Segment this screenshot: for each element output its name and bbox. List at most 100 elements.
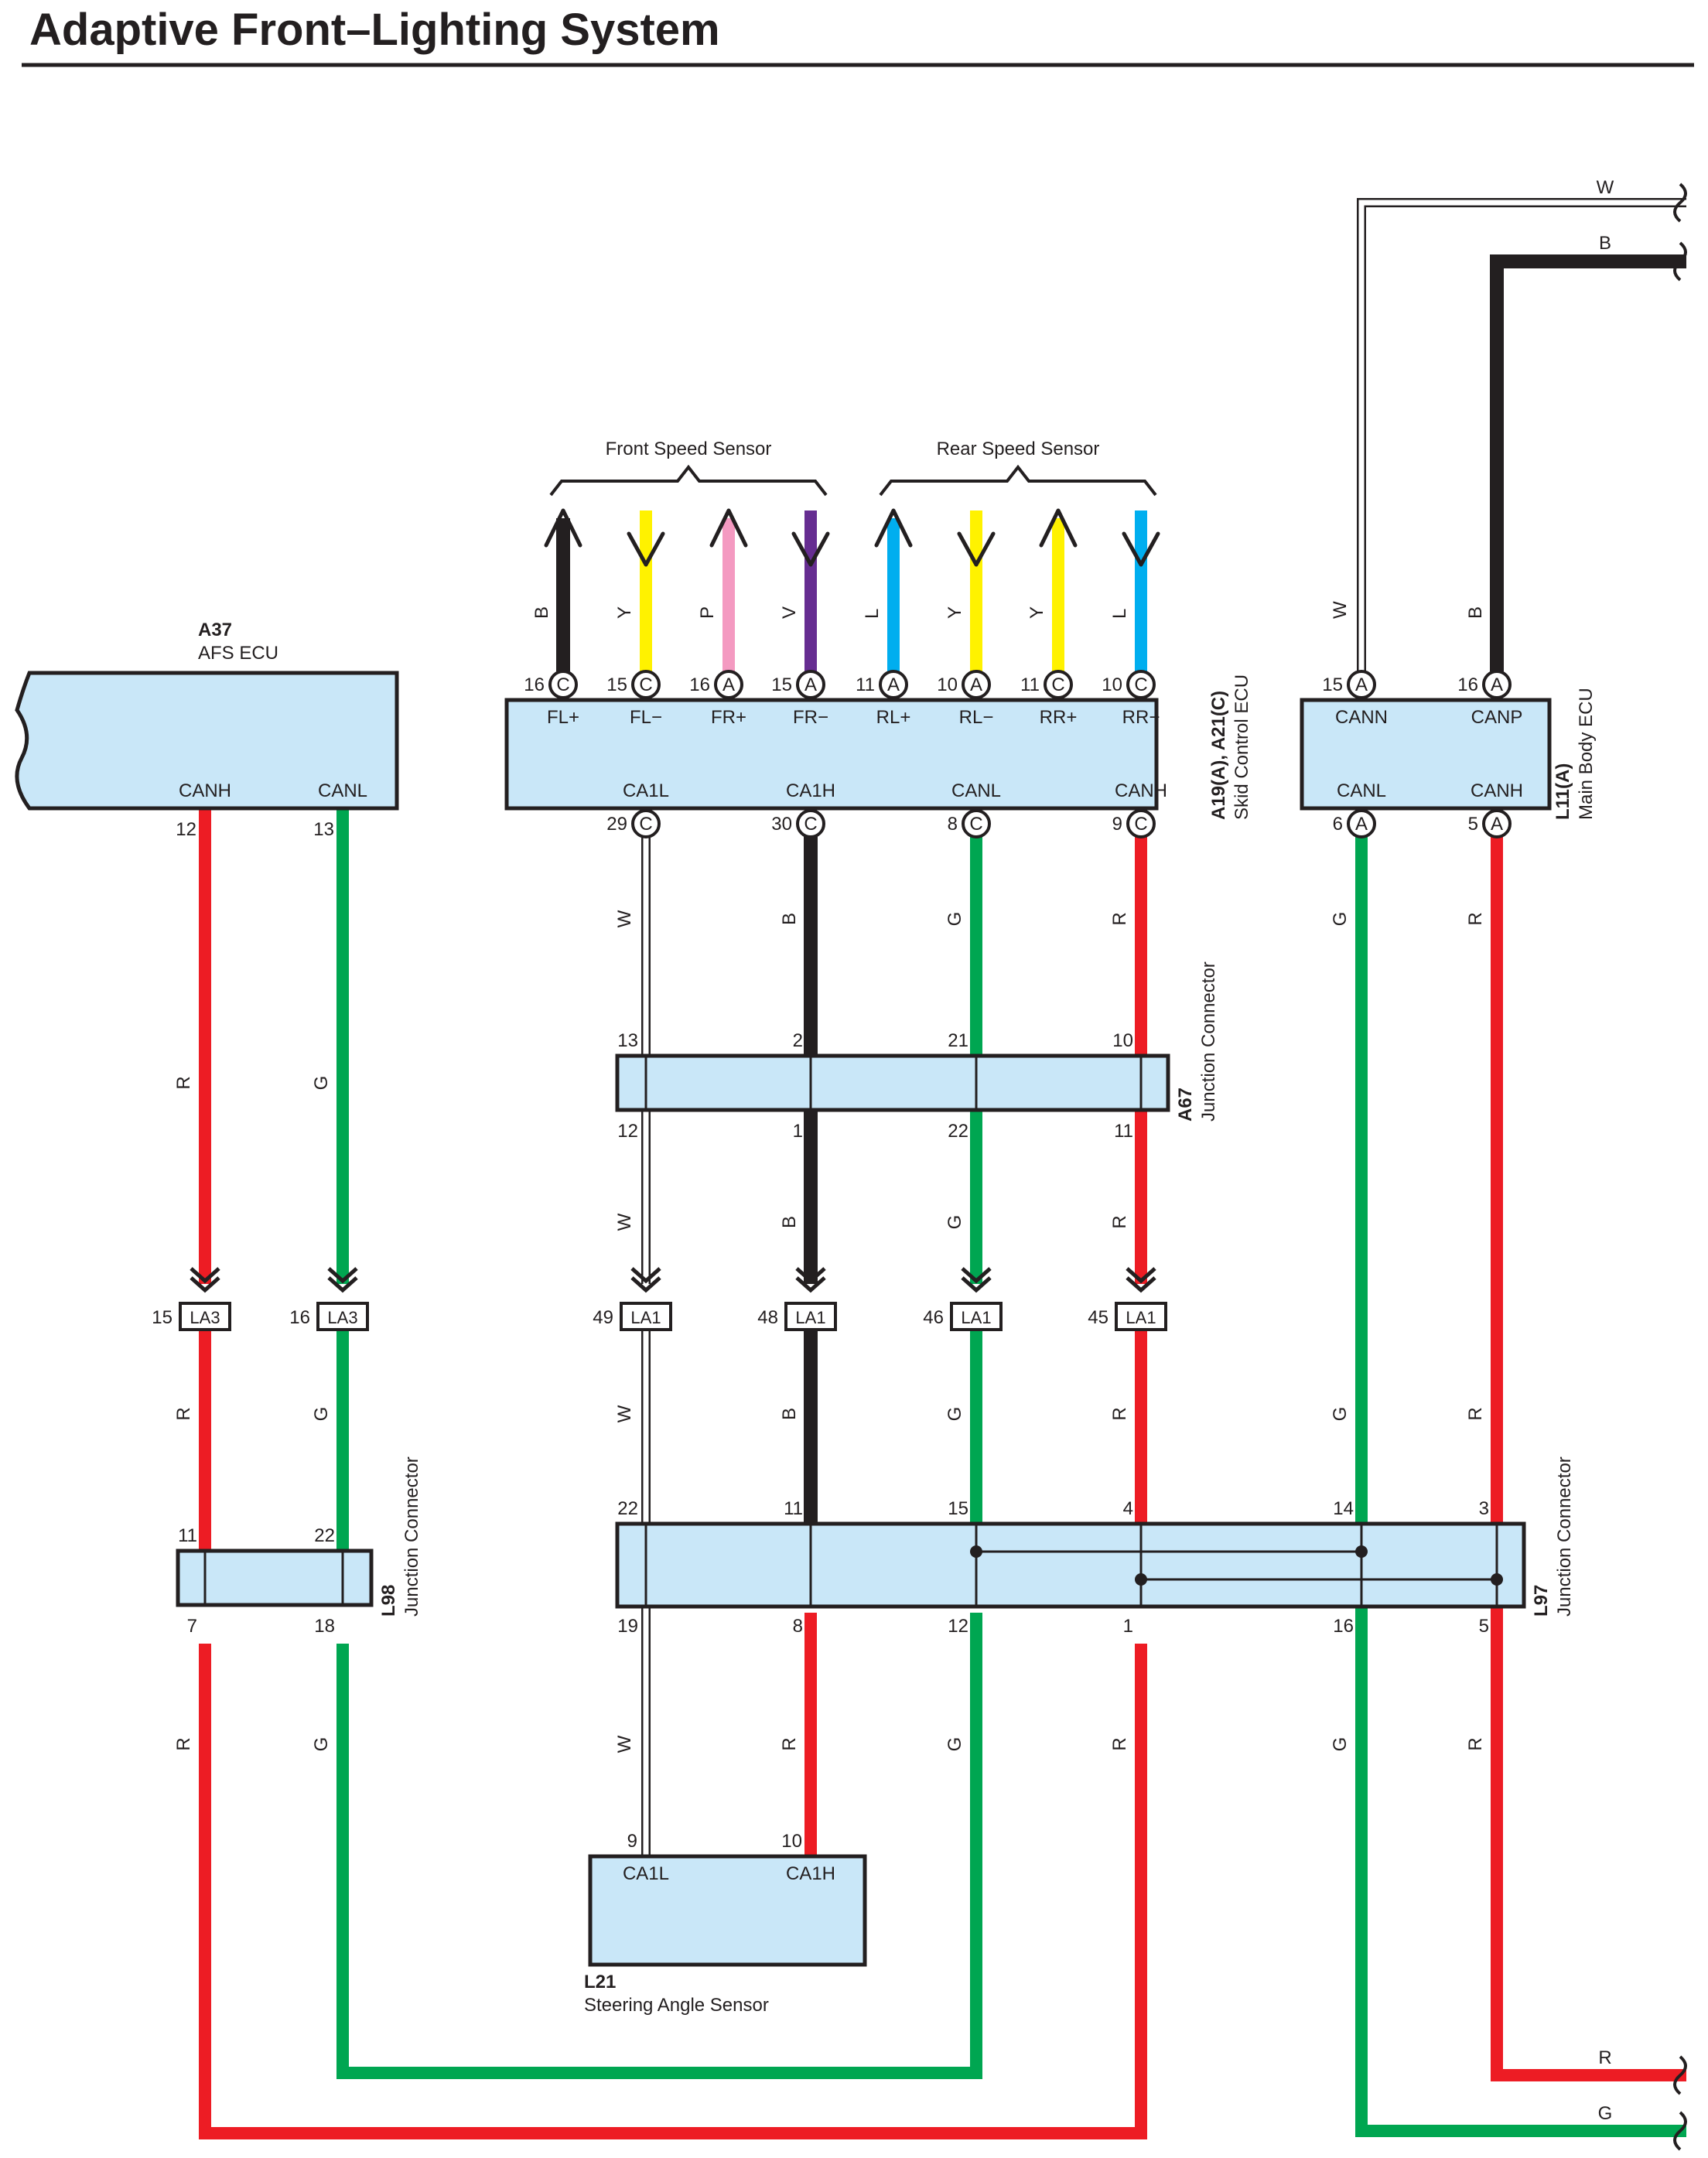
mb-top-signal: CANP bbox=[1471, 707, 1523, 728]
skid-bottom-pin-num: 29 bbox=[606, 814, 627, 835]
splice-dot-icon bbox=[1355, 1545, 1368, 1558]
skid-top-pin-connector: C bbox=[556, 674, 569, 695]
wire-color-label: G bbox=[945, 1215, 965, 1230]
wire-color-label: G bbox=[1330, 1737, 1351, 1752]
wire-color-label: G bbox=[945, 1407, 965, 1422]
pin-circle-icon bbox=[1482, 809, 1512, 838]
skid-bottom-pin-connector: C bbox=[804, 814, 817, 835]
sensor-wire-color: L bbox=[862, 609, 883, 619]
l97-bottom-pin: 12 bbox=[948, 1616, 968, 1637]
pin-circle-icon bbox=[1347, 670, 1376, 699]
mb-bottom-pin-num: 5 bbox=[1468, 814, 1478, 835]
wire-a37-canl-bottom bbox=[336, 1613, 982, 2079]
l98-name: Junction Connector bbox=[401, 1456, 422, 1617]
skid-top-pin-num: 10 bbox=[937, 674, 958, 695]
l97-name: Junction Connector bbox=[1554, 1456, 1575, 1617]
wire-color-label: R bbox=[173, 1076, 194, 1089]
skid-top-pin-num: 15 bbox=[606, 674, 627, 695]
wire-color-label: G bbox=[945, 1737, 965, 1752]
inline-connector-pin: 15 bbox=[152, 1307, 173, 1328]
afs-canh-signal: CANH bbox=[179, 780, 231, 801]
skid-top-pin-connector: C bbox=[1134, 674, 1147, 695]
wire-color-label: R bbox=[173, 1737, 194, 1750]
pin-circle-icon bbox=[1126, 809, 1156, 838]
chevron-down-icon bbox=[327, 1267, 358, 1284]
arrow-down-icon bbox=[957, 531, 996, 567]
l21-ca1h-signal: CA1H bbox=[786, 1863, 835, 1884]
front-sensor-brace bbox=[549, 464, 828, 497]
skid-top-signal: FL+ bbox=[547, 707, 579, 728]
wire-mb-canp bbox=[1490, 254, 1686, 671]
rear-speed-sensor-label: Rear Speed Sensor bbox=[937, 439, 1100, 459]
pin-circle-icon bbox=[962, 670, 991, 699]
off-page-breaks bbox=[1673, 183, 1687, 2151]
skid-top-pin-num: 15 bbox=[771, 674, 792, 695]
wire-color-label: G bbox=[311, 1407, 332, 1422]
wire-mb-cann bbox=[1357, 198, 1686, 671]
pin-circle-icon bbox=[631, 809, 661, 838]
mb-bottom-pin-num: 6 bbox=[1333, 814, 1343, 835]
afs-ecu-name: AFS ECU bbox=[198, 643, 278, 664]
pin-circle-icon bbox=[962, 809, 991, 838]
skid-top-signal: FR+ bbox=[711, 707, 746, 728]
sensor-wire-color: V bbox=[779, 606, 800, 619]
wire-color-label: B bbox=[779, 1216, 800, 1228]
pin-circle-icon bbox=[1044, 670, 1073, 699]
chevron-down-icon bbox=[795, 1267, 826, 1284]
mb-top-signal: CANN bbox=[1335, 707, 1388, 728]
rear-sensor-brace bbox=[879, 464, 1157, 497]
pin-circle-icon bbox=[796, 670, 825, 699]
a67-code: A67 bbox=[1175, 1088, 1196, 1122]
l21-pin-9: 9 bbox=[627, 1831, 637, 1852]
inline-connector-tag: LA1 bbox=[961, 1308, 991, 1327]
chevron-down-icon bbox=[630, 1267, 661, 1284]
skid-top-pin-connector: A bbox=[970, 674, 982, 695]
wire-color-label: B bbox=[779, 1408, 800, 1420]
inline-connector: LA1 46 bbox=[923, 1267, 1003, 1331]
inline-connector-pin: 46 bbox=[923, 1307, 944, 1328]
skid-top-pin-connector: A bbox=[887, 674, 900, 695]
l98-bottom-pin: 7 bbox=[187, 1616, 197, 1637]
pin-circle-icon bbox=[631, 670, 661, 699]
l97-top-pin: 11 bbox=[784, 1498, 803, 1519]
mb-bottom-pin-connector: A bbox=[1491, 814, 1503, 835]
junction-l97: L97 Junction Connector bbox=[615, 1456, 1575, 1617]
offpage-w-label: W bbox=[1597, 177, 1614, 198]
pin-circle-icon bbox=[879, 670, 908, 699]
wire-color-label: R bbox=[173, 1407, 194, 1420]
page-title: Adaptive Front–Lighting System bbox=[29, 5, 720, 55]
mb-ecu-name: Main Body ECU bbox=[1576, 688, 1597, 820]
sensor-arrows bbox=[544, 508, 1160, 567]
chevron-down-icon bbox=[630, 1276, 661, 1293]
l97-top-pin: 22 bbox=[617, 1498, 638, 1519]
chevron-down-icon bbox=[961, 1267, 992, 1284]
wire-mb-canl bbox=[1355, 835, 1686, 2137]
skid-top-signal: RR− bbox=[1122, 707, 1160, 728]
skid-top-signal: FR− bbox=[793, 707, 828, 728]
wire-color-label: G bbox=[945, 912, 965, 927]
skid-top-pin-connector: A bbox=[722, 674, 735, 695]
l97-top-pin: 15 bbox=[948, 1498, 968, 1519]
inline-connector-tag: LA1 bbox=[1126, 1308, 1156, 1327]
a67-bottom-pin: 22 bbox=[948, 1121, 968, 1142]
chevron-down-icon bbox=[327, 1276, 358, 1293]
junction-l98: L98 Junction Connector bbox=[176, 1456, 422, 1617]
skid-ecu-code: A19(A), A21(C) bbox=[1208, 691, 1229, 820]
afs-pin-canh: 12 bbox=[176, 819, 196, 840]
arrow-down-icon bbox=[791, 531, 830, 567]
afs-ecu-code: A37 bbox=[198, 620, 232, 640]
chevron-down-icon bbox=[1126, 1276, 1156, 1293]
sensor-wire-color: Y bbox=[614, 606, 635, 619]
offpage-b-label: B bbox=[1599, 233, 1611, 254]
break-symbol-icon bbox=[1673, 2111, 1687, 2151]
skid-top-pin-connector: C bbox=[1051, 674, 1064, 695]
wire-color-label: W bbox=[614, 1213, 635, 1231]
wire-color-label: R bbox=[1465, 1737, 1486, 1750]
l97-top-pin: 4 bbox=[1123, 1498, 1133, 1519]
break-symbol-icon bbox=[1673, 241, 1687, 282]
skid-top-pin-num: 11 bbox=[1020, 674, 1040, 695]
l97-bottom-pin: 19 bbox=[617, 1616, 638, 1637]
l98-top-pin: 22 bbox=[314, 1525, 335, 1546]
pin-circle-icon bbox=[796, 809, 825, 838]
a67-top-pin: 2 bbox=[793, 1030, 803, 1051]
